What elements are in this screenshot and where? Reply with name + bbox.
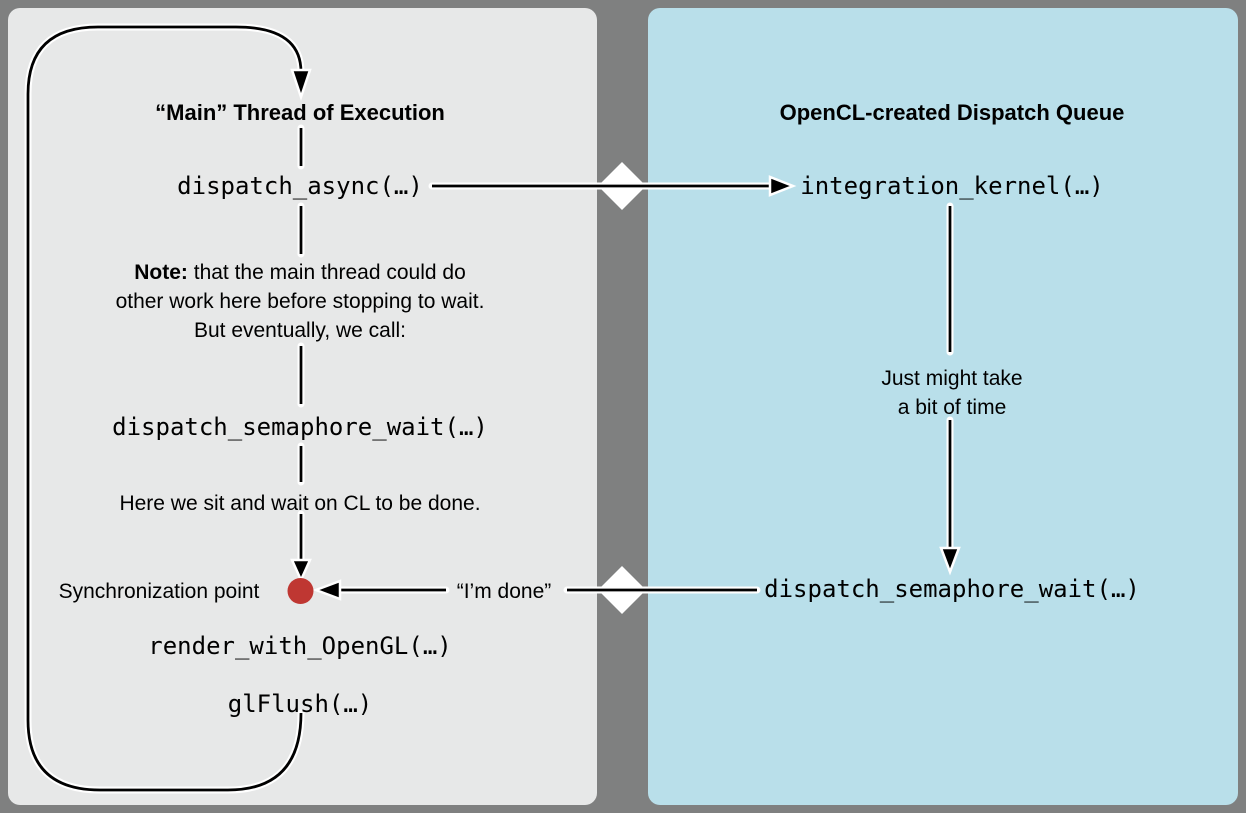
note-line-1-rest: that the main thread could do — [187, 261, 466, 284]
main-thread-title: “Main” Thread of Execution — [155, 100, 445, 125]
left-flow-segments — [290, 124, 312, 584]
im-done-label: “I’m done” — [456, 580, 552, 603]
sync-point-dot-icon — [287, 578, 314, 604]
wait-arrowhead-icon — [290, 558, 312, 584]
delay-caption-line-2: a bit of time — [897, 396, 1007, 419]
note-line-1: Note: that the main thread could do — [134, 259, 466, 286]
integration-kernel-call: integration_kernel(…) — [800, 172, 1104, 200]
im-done-arrow — [312, 579, 761, 601]
dispatch-async-call: dispatch_async(…) — [177, 172, 423, 200]
glflush-call: glFlush(…) — [227, 690, 373, 718]
delay-caption-line-1: Just might take — [881, 367, 1023, 390]
wait-caption: Here we sit and wait on CL to be done. — [119, 492, 481, 515]
kernel-done-arrowhead-icon — [939, 546, 961, 576]
dispatch-queue-panel — [648, 8, 1238, 805]
dispatch-queue-title: OpenCL-created Dispatch Queue — [779, 100, 1125, 125]
im-done-arrowhead-icon — [312, 579, 342, 601]
loop-arrowhead-icon — [290, 68, 312, 101]
sync-point-label: Synchronization point — [58, 580, 260, 603]
note-line-2: other work here before stopping to wait. — [115, 290, 485, 313]
render-with-opengl-call: render_with_OpenGL(…) — [148, 632, 452, 660]
main-thread-loop-arrow — [24, 23, 312, 794]
dispatch-async-arrow — [428, 175, 797, 197]
right-flow-segments — [939, 202, 961, 576]
dispatch-semaphore-wait-call-queue: dispatch_semaphore_wait(…) — [764, 575, 1140, 603]
dispatch-async-arrowhead-icon — [768, 175, 797, 197]
note-line-3: But eventually, we call: — [193, 319, 407, 342]
note-prefix: Note: — [134, 261, 188, 284]
dispatch-semaphore-wait-call-main: dispatch_semaphore_wait(…) — [112, 413, 488, 441]
